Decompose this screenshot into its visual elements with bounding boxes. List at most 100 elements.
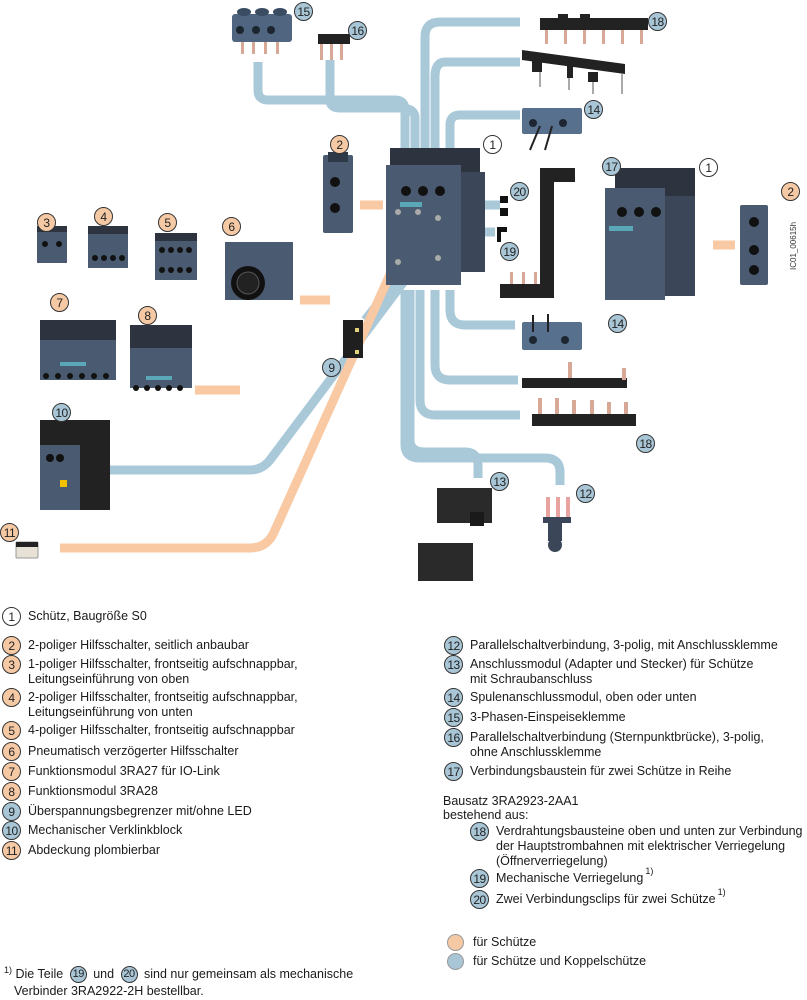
legend-badge-14: 14 bbox=[444, 688, 463, 707]
line-14-bottom bbox=[445, 290, 515, 330]
callout-badge-3: 3 bbox=[37, 213, 56, 232]
line-18-bottom-a bbox=[430, 290, 518, 385]
callout-badge-9: 9 bbox=[322, 358, 341, 377]
line-18-bottom-b bbox=[415, 290, 520, 420]
line-18b-top bbox=[430, 57, 520, 160]
footnote-ref-20-badge: 20 bbox=[120, 966, 138, 984]
line-16 bbox=[325, 60, 420, 160]
color-key-swatch-orange bbox=[447, 934, 464, 951]
legend-badge-19: 19 bbox=[470, 869, 489, 888]
legend-badge-8: 8 bbox=[2, 782, 21, 801]
callout-badge-1: 1 bbox=[483, 135, 502, 154]
legend-badge-16: 16 bbox=[444, 728, 463, 747]
part-mechanical-interlock bbox=[497, 227, 507, 242]
legend-text: Parallelschaltverbindung, 3-polig, mit A… bbox=[470, 638, 778, 652]
callout-badge-16: 16 bbox=[348, 21, 367, 40]
part-parallel-link-with-terminal bbox=[543, 497, 571, 552]
legend-badge-18: 18 bbox=[470, 822, 489, 841]
legend-text: Anschlussmodul (Adapter und Stecker) für… bbox=[470, 657, 754, 686]
legend-badge-3: 3 bbox=[2, 655, 21, 674]
footnote-line-2: Verbinder 3RA2922-2H bestellbar. bbox=[14, 984, 204, 999]
legend-text: Verbindungsbaustein für zwei Schütze in … bbox=[470, 764, 732, 778]
callout-badge-15: 15 bbox=[294, 2, 313, 21]
callout-badge-18: 18 bbox=[648, 12, 667, 31]
legend-text: Parallelschaltverbindung (Sternpunktbrüc… bbox=[470, 730, 764, 759]
legend-text: 2-poliger Hilfsschalter, frontseitig auf… bbox=[28, 690, 298, 719]
legend-badge-7: 7 bbox=[2, 762, 21, 781]
callout-badge-14: 14 bbox=[584, 100, 603, 119]
callout-badge-4: 4 bbox=[94, 207, 113, 226]
callout-badge-12: 12 bbox=[576, 484, 595, 503]
callout-badge-7: 7 bbox=[50, 293, 69, 312]
part-function-module-3ra28 bbox=[130, 325, 192, 391]
legend-badge-2: 2 bbox=[2, 636, 21, 655]
part-surge-suppressor bbox=[343, 320, 363, 358]
footnote-marker: 1) bbox=[4, 964, 13, 975]
legend-badge-13: 13 bbox=[444, 655, 463, 674]
part-3-phase-feed-terminal bbox=[232, 8, 292, 54]
callout-badge-2: 2 bbox=[781, 182, 800, 201]
legend-item-9: 9 Überspannungsbegrenzer mit/ohne LED bbox=[2, 802, 252, 821]
line-11 bbox=[60, 228, 415, 553]
legend-item-13: 13 Anschlussmodul (Adapter und Stecker) f… bbox=[444, 655, 754, 687]
part-star-point-bridge bbox=[318, 34, 350, 60]
line-18-top bbox=[420, 17, 520, 160]
part-connection-module bbox=[418, 488, 492, 581]
legend-text: Mechanischer Verklinkblock bbox=[28, 823, 183, 837]
part-aux-switch-1pole bbox=[37, 226, 67, 263]
line-10 bbox=[100, 257, 424, 475]
legend-text: 3-Phasen-Einspeiseklemme bbox=[470, 710, 626, 724]
footnote-line-1: 1) Die Teile 19 und 20 sind nur gemeinsa… bbox=[4, 964, 353, 984]
legend-text: Zwei Verbindungsclips für zwei Schütze bbox=[496, 892, 716, 906]
part-sealable-cover bbox=[15, 541, 39, 559]
kit-title: Bausatz 3RA2923-2AA1 bbox=[443, 794, 579, 808]
legend-item-6: 6 Pneumatisch verzögerter Hilfsschalter bbox=[2, 742, 239, 761]
part-pneumatic-timer bbox=[225, 242, 293, 300]
legend-text: Pneumatisch verzögerter Hilfsschalter bbox=[28, 744, 239, 758]
footnote-text-1: Die Teile bbox=[15, 967, 64, 981]
legend-item-7: 7 Funktionsmodul 3RA27 für IO-Link bbox=[2, 762, 220, 781]
legend-item-12: 12 Parallelschaltverbindung, 3-polig, mit… bbox=[444, 636, 778, 655]
part-aux-switch-side-left bbox=[323, 152, 353, 233]
callout-badge-18: 18 bbox=[636, 434, 655, 453]
legend-badge-6: 6 bbox=[2, 742, 21, 761]
footnote: 1) Die Teile 19 und 20 sind nur gemeinsa… bbox=[4, 964, 353, 999]
callout-badge-5: 5 bbox=[158, 213, 177, 232]
orange-connector-lines bbox=[60, 200, 735, 553]
legend-text: Funktionsmodul 3RA27 für IO-Link bbox=[28, 764, 220, 778]
legend-text: Überspannungsbegrenzer mit/ohne LED bbox=[28, 804, 252, 818]
legend-badge-12: 12 bbox=[444, 636, 463, 655]
kit-subtitle: bestehend aus: bbox=[443, 808, 529, 822]
legend-text: 1-poliger Hilfsschalter, frontseitig auf… bbox=[28, 657, 298, 686]
color-key-label-orange: für Schütze bbox=[473, 935, 537, 949]
callout-badge-6: 6 bbox=[222, 217, 241, 236]
part-contactor-main bbox=[386, 148, 485, 285]
legend-badge-1: 1 bbox=[2, 607, 21, 626]
legend-text: Mechanische Verriegelung bbox=[496, 871, 644, 885]
legend-item-16: 16 Parallelschaltverbindung (Sternpunktbr… bbox=[444, 728, 764, 760]
callout-badge-10: 10 bbox=[52, 403, 71, 422]
callout-badge-1: 1 bbox=[699, 158, 718, 177]
part-wiring-module-top bbox=[540, 14, 648, 44]
footnote-text-2: und bbox=[93, 967, 115, 981]
part-series-connector bbox=[500, 168, 575, 298]
line-14-top bbox=[445, 110, 520, 160]
part-aux-switch-2pole bbox=[88, 226, 128, 268]
legend-badge-4: 4 bbox=[2, 688, 21, 707]
legend-badge-9: 9 bbox=[2, 802, 21, 821]
color-key-swatch-blue bbox=[447, 953, 464, 970]
legend-item-3: 3 1-poliger Hilfsschalter, frontseitig au… bbox=[2, 655, 298, 687]
part-coil-module-bottom bbox=[522, 314, 582, 350]
part-coil-module-top bbox=[522, 108, 582, 151]
part-mechanical-latch-block bbox=[40, 420, 110, 510]
